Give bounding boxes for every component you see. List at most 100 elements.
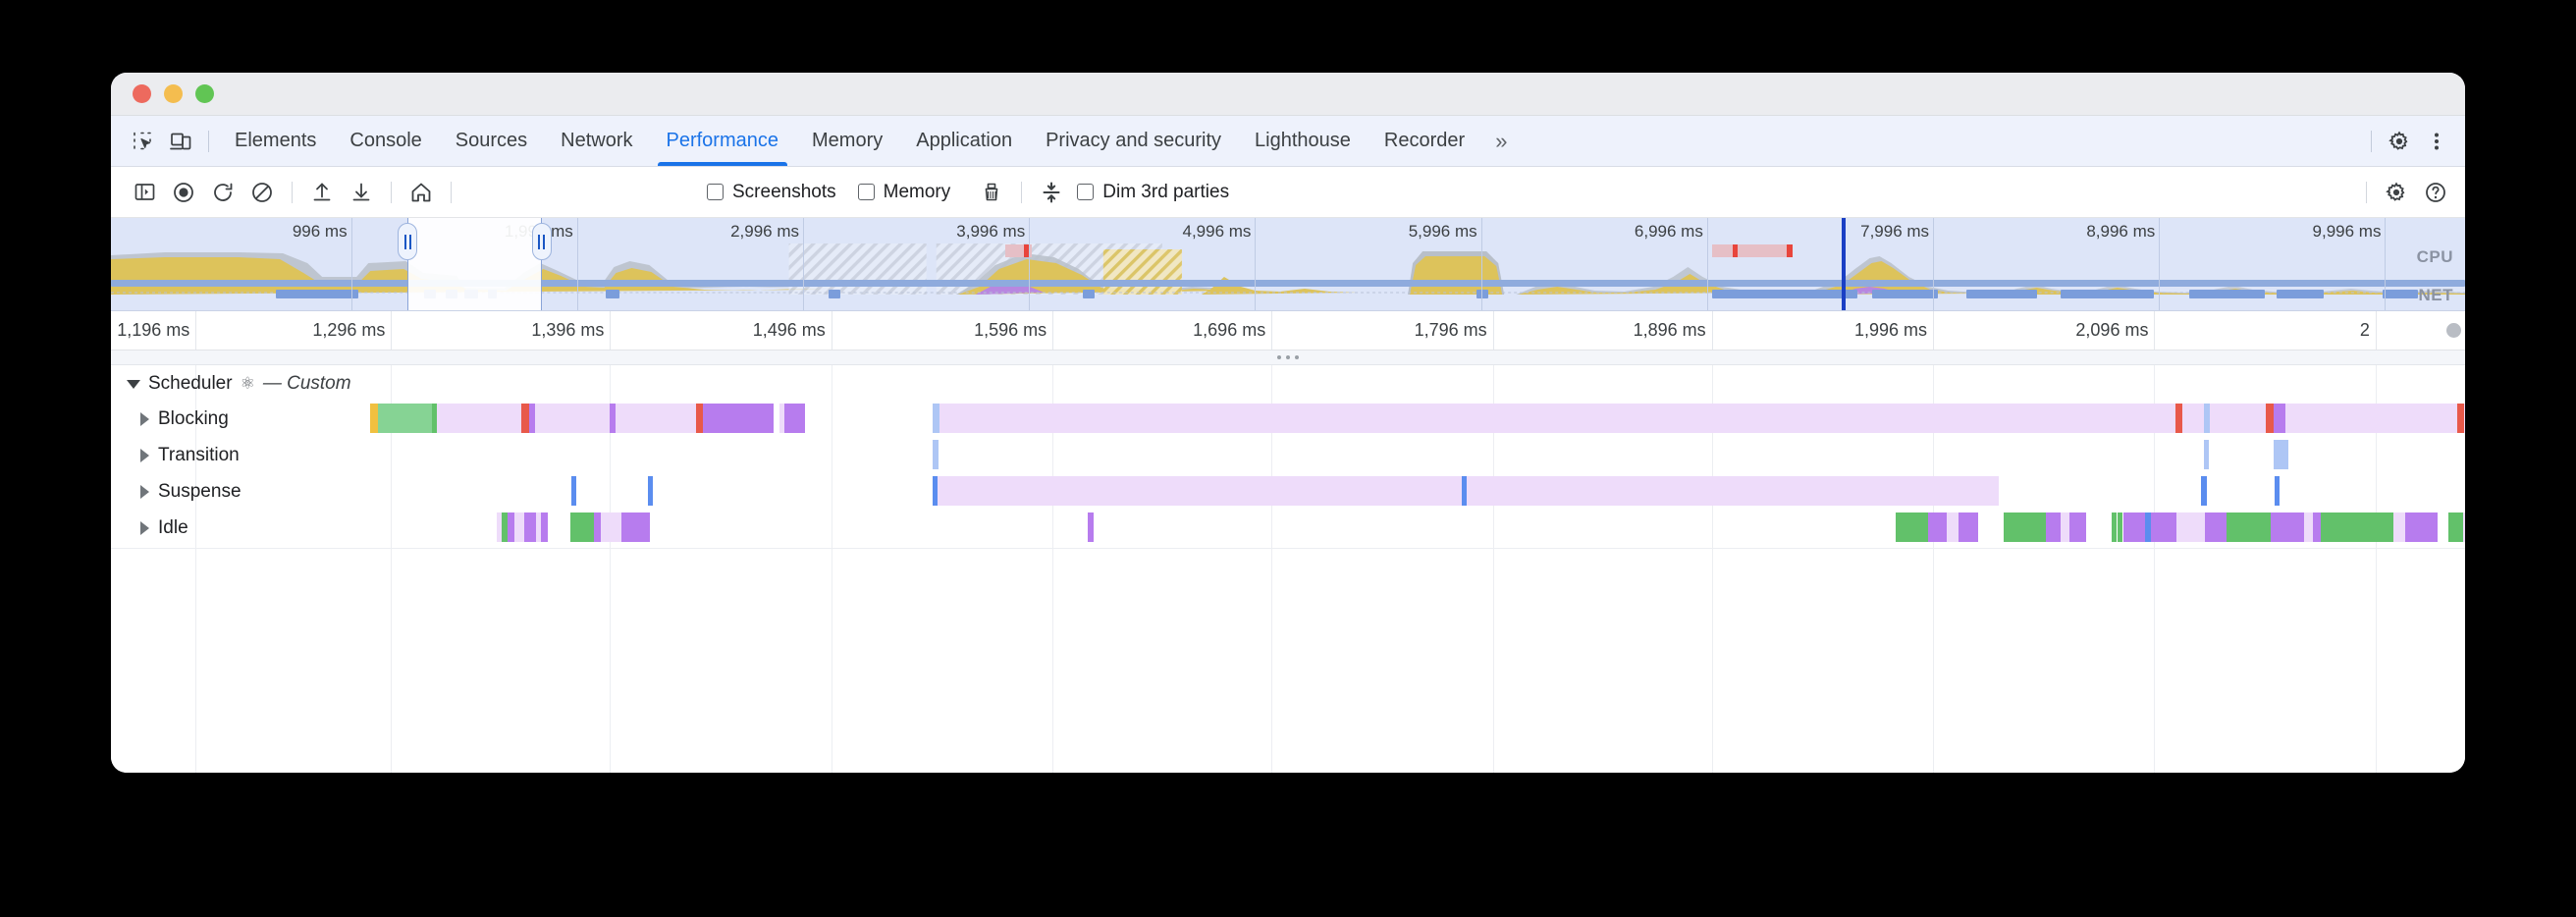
flame-chart[interactable]: Scheduler ⚛ — Custom Blocking Transition… [111,365,2465,773]
flame-bar[interactable] [570,476,576,506]
flame-bar[interactable] [437,404,522,433]
flame-bar[interactable] [2069,512,2086,542]
flame-bar[interactable] [2392,512,2405,542]
flame-bar[interactable] [783,404,806,433]
flame-bar[interactable] [378,404,433,433]
chevron-right-icon[interactable] [140,521,149,535]
flame-bar[interactable] [2209,404,2267,433]
flame-bar[interactable] [2313,512,2321,542]
flame-bar[interactable] [1462,476,1468,506]
maximize-window-button[interactable] [195,84,214,103]
detail-timeline-ruler[interactable]: 1,196 ms 1,296 ms 1,396 ms 1,496 ms 1,59… [111,311,2465,351]
tab-memory[interactable]: Memory [812,130,884,151]
flame-bar[interactable] [932,404,940,433]
flame-bar[interactable] [932,440,939,469]
flame-bar[interactable] [621,512,651,542]
flame-bar[interactable] [712,404,775,433]
flame-bar[interactable] [1088,512,1095,542]
flame-bar[interactable] [2112,512,2118,542]
flame-bar[interactable] [2462,512,2465,542]
device-toolbar-icon[interactable] [162,123,199,160]
flame-bar[interactable] [2150,512,2177,542]
flame-bar[interactable] [2203,404,2210,433]
flame-bar[interactable] [534,404,611,433]
flame-bar[interactable] [779,404,784,433]
flame-bar[interactable] [2176,512,2205,542]
track-row-idle[interactable]: Idle [111,510,2465,546]
panel-resize-handle[interactable] [111,351,2465,365]
flame-bar[interactable] [569,512,594,542]
track-row-blocking[interactable]: Blocking [111,401,2465,437]
flame-bar[interactable] [2182,404,2204,433]
flame-bar[interactable] [2175,404,2183,433]
screenshots-checkbox[interactable]: Screenshots [707,182,836,203]
selection-handle-left[interactable] [398,223,418,260]
gear-icon[interactable] [2377,174,2416,211]
flame-bar[interactable] [2123,512,2145,542]
flame-bar[interactable] [2273,404,2285,433]
flame-bar[interactable] [695,404,704,433]
upload-profile-icon[interactable] [302,174,342,211]
flame-bar[interactable] [647,476,653,506]
flame-bar[interactable] [2046,512,2061,542]
tab-sources[interactable]: Sources [455,130,528,151]
kebab-menu-icon[interactable] [2418,123,2455,160]
selection-handle-right[interactable] [531,223,552,260]
sidebar-toggle-icon[interactable] [125,174,164,211]
flame-bar[interactable] [2273,440,2289,469]
chevron-right-icon[interactable] [140,449,149,462]
track-label-transition[interactable]: Transition [140,445,240,466]
more-tabs-chevron-icon[interactable]: » [1495,128,1507,153]
flame-bar[interactable] [2284,404,2457,433]
flame-bar[interactable] [1959,512,1978,542]
flame-bar[interactable] [1895,512,1929,542]
chevron-down-icon[interactable] [127,379,140,389]
flame-bar[interactable] [502,512,509,542]
flame-bar[interactable] [703,404,713,433]
tab-elements[interactable]: Elements [235,130,317,151]
flame-bar[interactable] [514,512,524,542]
flame-bar[interactable] [497,512,503,542]
flame-bar[interactable] [2201,476,2207,506]
track-label-idle[interactable]: Idle [140,517,188,539]
flame-bar[interactable] [2266,404,2274,433]
tab-privacy-and-security[interactable]: Privacy and security [1046,130,1222,151]
flame-bar[interactable] [610,404,617,433]
tab-lighthouse[interactable]: Lighthouse [1255,130,1351,151]
flame-bar[interactable] [508,512,515,542]
reload-and-record-icon[interactable] [203,174,242,211]
dim-3rd-parties-checkbox[interactable]: Dim 3rd parties [1077,182,1229,203]
flame-bar[interactable] [2448,512,2463,542]
timeline-overview[interactable]: 996 ms 1,996 ms 2,996 ms 3,996 ms 4,996 … [111,218,2465,311]
help-icon[interactable] [2416,174,2455,211]
flame-bar[interactable] [1947,512,1959,542]
close-window-button[interactable] [133,84,151,103]
timeline-scroll-thumb[interactable] [2446,323,2461,338]
garbage-collect-brush-icon[interactable] [972,174,1011,211]
home-icon[interactable] [402,174,441,211]
flame-bar[interactable] [523,512,536,542]
flame-bar[interactable] [2003,512,2047,542]
track-row-transition[interactable]: Transition [111,437,2465,473]
flame-bar[interactable] [616,404,696,433]
flame-bar[interactable] [369,404,379,433]
flame-bar[interactable] [932,476,938,506]
flame-bar[interactable] [2203,440,2209,469]
flame-bar[interactable] [939,404,2176,433]
collapse-vertical-icon[interactable] [1032,174,1071,211]
clear-recording-icon[interactable] [242,174,282,211]
chevron-right-icon[interactable] [140,412,149,426]
minimize-window-button[interactable] [164,84,183,103]
flame-bar[interactable] [2118,512,2123,542]
tab-application[interactable]: Application [916,130,1013,151]
tab-recorder[interactable]: Recorder [1383,130,1466,151]
flame-bar[interactable] [2226,512,2272,542]
memory-checkbox[interactable]: Memory [857,182,950,203]
flame-bar[interactable] [2404,512,2439,542]
flame-bar[interactable] [521,404,529,433]
flame-bar[interactable] [2205,512,2227,542]
flame-bar[interactable] [2456,404,2464,433]
flame-bar[interactable] [2463,404,2465,433]
download-profile-icon[interactable] [342,174,381,211]
flame-bar[interactable] [528,404,535,433]
